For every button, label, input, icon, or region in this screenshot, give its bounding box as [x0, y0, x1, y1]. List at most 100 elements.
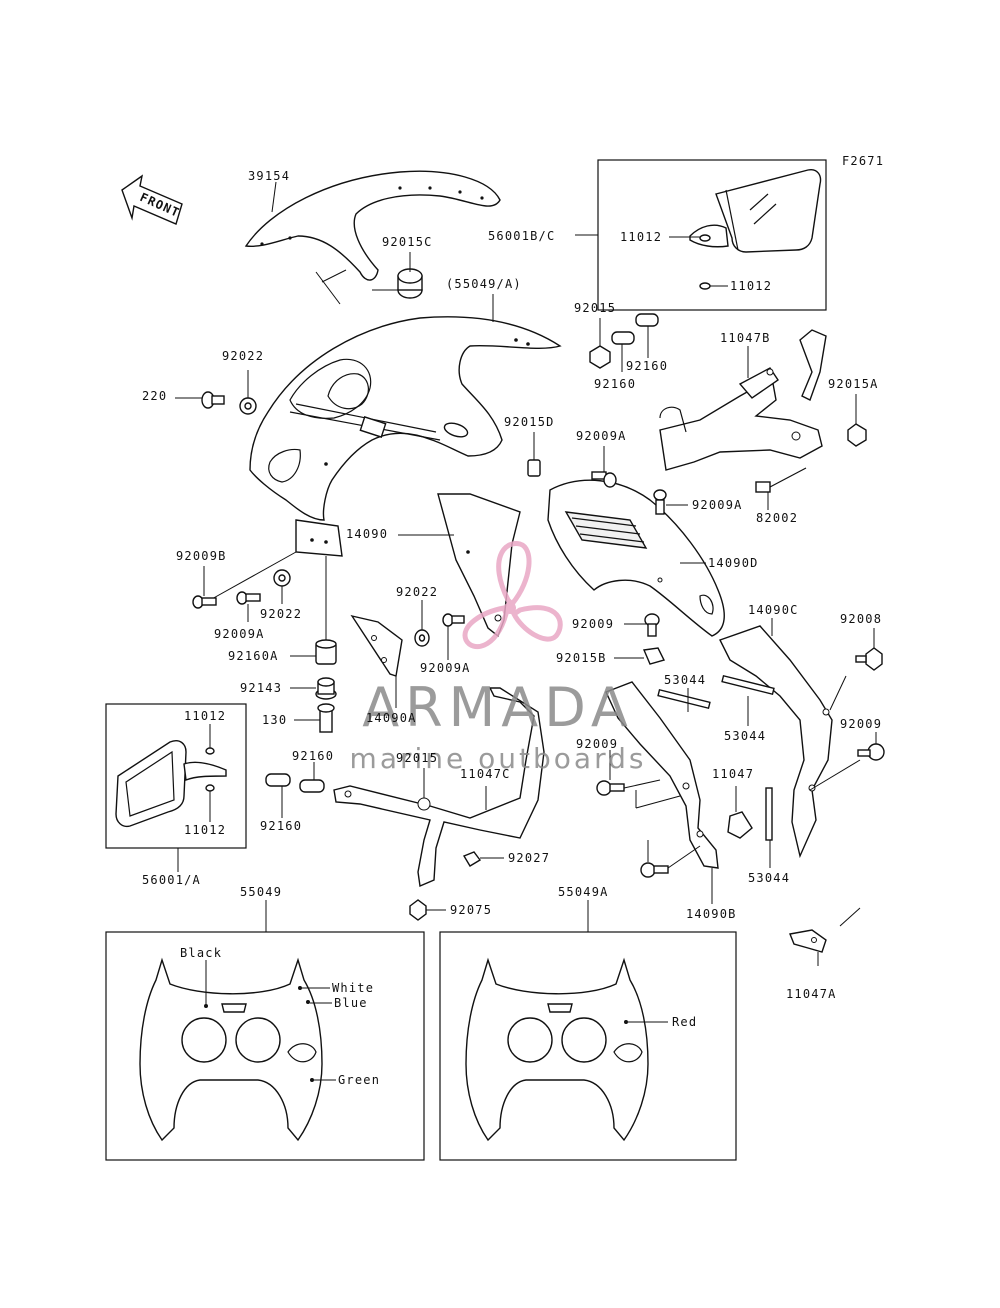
mirror-left-icon [115, 740, 227, 828]
part-label: 92015D [504, 415, 555, 429]
part-label: 92015 [574, 301, 616, 315]
part-label: 11012 [184, 709, 226, 723]
bolt-92009-mid [644, 613, 660, 637]
armada-watermark: ARMADA marine outboards [350, 541, 647, 775]
part-label: 220 [142, 389, 167, 403]
bracket-92160-lower-a [265, 773, 291, 787]
part-label: 11012 [184, 823, 226, 837]
bracket-11047 [727, 811, 753, 839]
part-label: 92009 [576, 737, 618, 751]
bracket-92160-a [611, 331, 635, 345]
propeller-logo-icon [462, 541, 563, 650]
part-label: 92009A [420, 661, 471, 675]
bolt-92008 [855, 647, 883, 671]
part-label: 130 [262, 713, 287, 727]
figure-code: F2671 [842, 154, 884, 168]
bracket-92160-b [635, 313, 659, 327]
part-label: 11047B [720, 331, 771, 345]
watermark-title: ARMADA [362, 676, 634, 739]
part-label: 92009A [576, 429, 627, 443]
bolt-92009A-mid [442, 613, 465, 627]
clip-92015D [527, 459, 541, 477]
part-label: 92022 [260, 607, 302, 621]
part-label: 14090 [346, 527, 388, 541]
cowl-55049-icon [139, 957, 323, 1142]
cowl-55049A-icon [465, 957, 649, 1142]
lower-panel-14090B [605, 681, 719, 869]
stay-11047B [659, 329, 827, 471]
part-label: 39154 [248, 169, 290, 183]
part-label: 92160 [292, 749, 334, 763]
color-label-red: Red [672, 1015, 697, 1029]
part-label: 92009B [176, 549, 227, 563]
part-label: 14090A [366, 711, 417, 725]
part-label: 92027 [508, 851, 550, 865]
part-label: 92015B [556, 651, 607, 665]
grommet-92015C [397, 268, 423, 299]
mirror-inset-box-left [105, 703, 247, 849]
part-label: 53044 [748, 871, 790, 885]
collar-92143 [315, 677, 337, 700]
part-label: 11047A [786, 987, 837, 1001]
part-label: 92160 [260, 819, 302, 833]
bolt-82002 [755, 467, 807, 493]
part-label: 92022 [396, 585, 438, 599]
nut-92015A [847, 423, 867, 447]
part-label: 82002 [756, 511, 798, 525]
part-label: 92008 [840, 612, 882, 626]
part-label: 92009 [572, 617, 614, 631]
seal-strip-53044-a [657, 688, 711, 710]
cowl-box-55049 [105, 931, 425, 1161]
stay-11047C [333, 687, 545, 888]
upper-cowl [249, 316, 562, 557]
part-label: 53044 [724, 729, 766, 743]
washer-92022-mid [414, 629, 430, 647]
front-arrow-icon: FRONT [121, 174, 183, 225]
watermark-subtitle: marine outboards [350, 742, 647, 775]
seal-strip-53044-c [765, 787, 773, 841]
bolt-92009-lower-a [596, 780, 625, 796]
color-label-green: Green [338, 1073, 380, 1087]
windshield-39154 [244, 170, 501, 281]
bolt-92009A-left [236, 591, 261, 605]
part-label: 14090C [748, 603, 799, 617]
part-label: 92022 [222, 349, 264, 363]
duct-panel-14090D [547, 479, 725, 637]
grommet-92160A [315, 639, 337, 665]
part-label: 92075 [450, 903, 492, 917]
part-label: 55049A [558, 885, 609, 899]
part-labels: 39154 92015C (55049/A) 56001B/C 11012 11… [142, 169, 882, 1001]
panel-14090A [350, 614, 403, 677]
part-label: 55049 [240, 885, 282, 899]
part-label: 92160 [626, 359, 668, 373]
part-label: 92009A [214, 627, 265, 641]
bolt-130 [317, 703, 335, 733]
color-callouts: Black White Blue Green Red [180, 946, 697, 1087]
clip-92015B [642, 647, 666, 665]
grommet-92015 [589, 345, 611, 369]
screw-220 [201, 391, 225, 409]
bolt-92009-lower-b [640, 862, 669, 878]
color-label-blue: Blue [334, 996, 368, 1010]
part-label: (55049/A) [446, 277, 522, 291]
bracket-11047A [789, 929, 827, 953]
nut-92075 [409, 899, 427, 921]
part-label: 92009 [840, 717, 882, 731]
part-label: 92160A [228, 649, 279, 663]
part-label: 14090B [686, 907, 737, 921]
nut-92027 [462, 851, 482, 867]
bolt-92009A-right [653, 489, 667, 515]
part-label: 11047C [460, 767, 511, 781]
washer-92022 [239, 397, 257, 415]
part-label: 92015A [828, 377, 879, 391]
bolt-92009A-upper [591, 471, 617, 488]
part-label: 56001/A [142, 873, 201, 887]
bolt-92009B [192, 595, 217, 609]
part-label: 92015C [382, 235, 433, 249]
bolt-92009-right [857, 743, 885, 761]
part-label: 92143 [240, 681, 282, 695]
seal-strip-53044-b [721, 674, 775, 696]
part-label: 14090D [708, 556, 759, 570]
color-label-black: Black [180, 946, 222, 960]
